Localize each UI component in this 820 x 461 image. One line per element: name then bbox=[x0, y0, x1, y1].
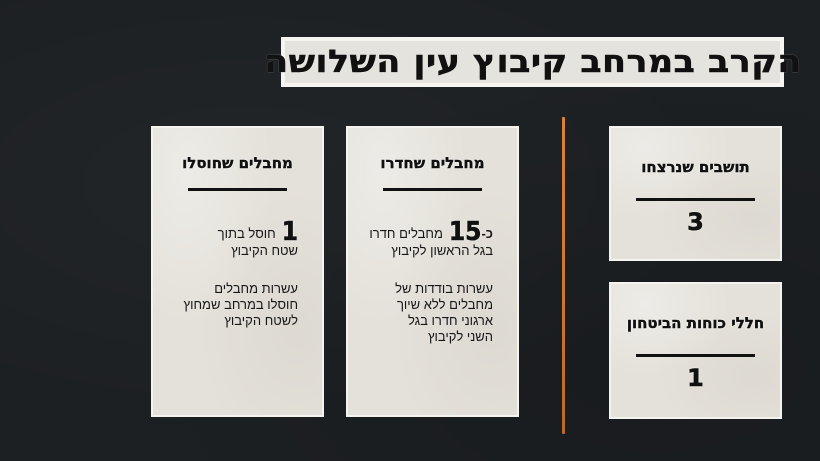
stat-text: עשרות מחבלים bbox=[214, 281, 298, 296]
stat-text: מחבלים ללא שיוך bbox=[396, 297, 493, 312]
heading-divider bbox=[636, 198, 755, 201]
stat-second-wave: עשרות בודדות של מחבלים ללא שיוך ארגוני ח… bbox=[395, 281, 493, 345]
vertical-divider bbox=[562, 117, 565, 434]
stat-text: שטח הקיבוץ bbox=[231, 243, 298, 258]
stat-first-wave: כ-15 מחבלים חדרו בגל הראשון לקיבוץ bbox=[369, 219, 493, 259]
stat-outside-kibbutz: עשרות מחבלים חוסלו במרחב שמחוץ לשטח הקיב… bbox=[184, 281, 298, 329]
stat-text: ארגוני חדרו בגל bbox=[408, 313, 493, 328]
heading-divider bbox=[188, 188, 287, 191]
card-terrorists-infiltrated: מחבלים שחדרו כ-15 מחבלים חדרו בגל הראשון … bbox=[346, 126, 519, 417]
stat-text: חוסל בתוך bbox=[217, 226, 276, 241]
stat-number: 1 bbox=[281, 217, 298, 247]
stat-text: חוסלו במרחב שמחוץ bbox=[183, 297, 298, 312]
heading-divider bbox=[636, 354, 755, 357]
stat-value: 3 bbox=[687, 208, 704, 237]
stat-text: בגל הראשון לקיבוץ bbox=[391, 243, 493, 258]
card-heading: תושבים שנרצחו bbox=[641, 158, 750, 176]
stat-text: מחבלים חדרו bbox=[369, 226, 443, 241]
stat-text: עשרות בודדות של bbox=[395, 281, 493, 296]
card-security-forces-killed: חללי כוחות הביטחון 1 bbox=[609, 282, 782, 419]
card-terrorists-eliminated: מחבלים שחוסלו 1 חוסל בתוך שטח הקיבוץ עשרו… bbox=[151, 126, 324, 417]
card-heading: מחבלים שחדרו bbox=[380, 154, 485, 172]
stat-text: השני לקיבוץ bbox=[427, 329, 493, 344]
card-heading: חללי כוחות הביטחון bbox=[626, 314, 765, 332]
stat-inside-kibbutz: 1 חוסל בתוך שטח הקיבוץ bbox=[217, 219, 299, 259]
stat-number: 15 bbox=[448, 217, 482, 247]
card-residents-killed: תושבים שנרצחו 3 bbox=[609, 126, 782, 261]
heading-divider bbox=[383, 188, 482, 191]
stat-prefix: כ- bbox=[481, 226, 493, 241]
page-title: הקרב במרחב קיבוץ עין השלושה bbox=[263, 44, 802, 81]
title-banner: הקרב במרחב קיבוץ עין השלושה bbox=[263, 37, 801, 87]
card-heading: מחבלים שחוסלו bbox=[182, 154, 293, 172]
stat-value: 1 bbox=[687, 364, 704, 393]
stat-text: לשטח הקיבוץ bbox=[224, 313, 298, 328]
